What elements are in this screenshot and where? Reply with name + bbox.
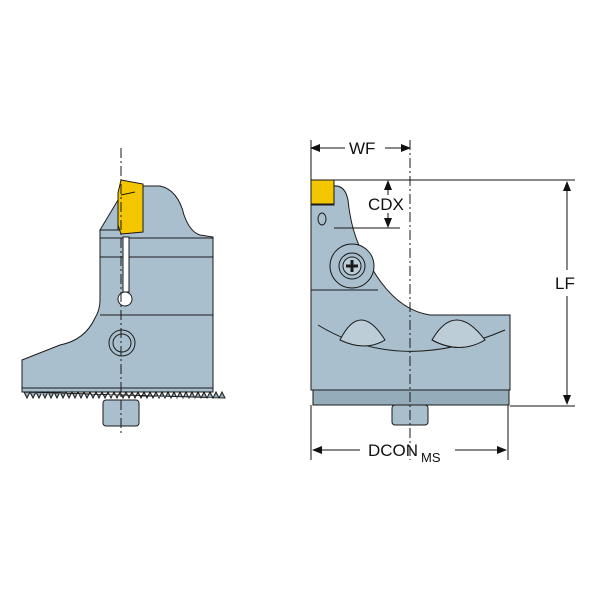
insert xyxy=(117,179,144,235)
coolant-channel xyxy=(122,236,130,293)
dimensions xyxy=(310,140,575,460)
dimension-label-dcon: DCON xyxy=(368,441,418,460)
side-view xyxy=(21,148,226,435)
dimension-label-dcon-subscript: MS xyxy=(421,450,441,465)
relief-pocket xyxy=(431,319,486,348)
dimension-label-lf: LF xyxy=(555,274,575,293)
insert xyxy=(310,179,335,205)
dimension-label-cdx: CDX xyxy=(368,195,404,214)
front-view xyxy=(310,140,511,460)
dimension-label-wf: WF xyxy=(349,139,375,158)
serration-teeth xyxy=(23,390,226,400)
relief-pocket xyxy=(339,319,386,347)
serration-face xyxy=(312,389,510,406)
